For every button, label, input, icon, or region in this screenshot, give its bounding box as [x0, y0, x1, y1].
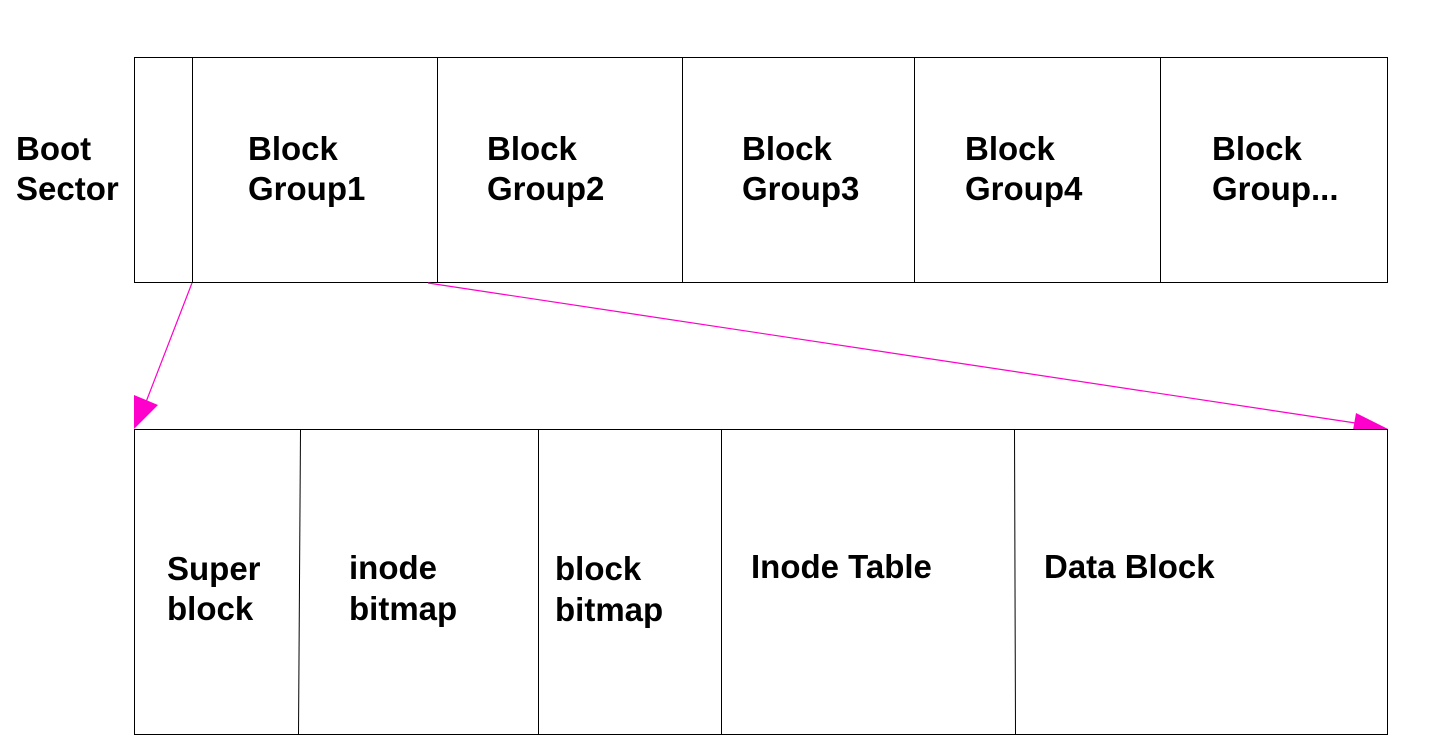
- detail-divider-1: [298, 429, 301, 735]
- block-group-1-line2: Group1: [248, 170, 365, 207]
- inode-bitmap-line1: inode: [349, 549, 437, 586]
- partition-row: Block Group1 Block Group2 Block Group3 B…: [134, 57, 1388, 283]
- partition-outline: [134, 57, 1388, 283]
- super-block-line1: Super: [167, 550, 261, 587]
- block-group-detail-row: Super block inode bitmap block bitmap In…: [134, 429, 1388, 735]
- block-group-more-line1: Block: [1212, 130, 1303, 167]
- block-group-4-line2: Group4: [965, 170, 1083, 207]
- block-group-2: Block Group2: [487, 130, 604, 207]
- boot-sector-label: Boot Sector: [16, 130, 119, 207]
- block-group-3: Block Group3: [742, 130, 859, 207]
- data-block: Data Block: [1044, 548, 1215, 585]
- left-arrowhead: [134, 395, 158, 429]
- expansion-arrows: [134, 282, 1388, 436]
- boot-sector-line2: Sector: [16, 170, 119, 207]
- inode-bitmap: inode bitmap: [349, 549, 457, 627]
- block-group-more-line2: Group...: [1212, 170, 1339, 207]
- detail-divider-4: [1014, 429, 1016, 735]
- block-group-1-line1: Block: [248, 130, 339, 167]
- inode-table-label: Inode Table: [751, 548, 932, 585]
- block-group-4: Block Group4: [965, 130, 1083, 207]
- right-arrow-line: [427, 282, 1363, 425]
- boot-sector-line1: Boot: [16, 130, 91, 167]
- left-arrow-line: [145, 282, 193, 403]
- block-group-3-line1: Block: [742, 130, 833, 167]
- data-block-label: Data Block: [1044, 548, 1215, 585]
- block-bitmap-line2: bitmap: [555, 591, 663, 628]
- block-group-more: Block Group...: [1212, 130, 1339, 207]
- block-group-1: Block Group1: [248, 130, 365, 207]
- block-group-2-line2: Group2: [487, 170, 604, 207]
- super-block-line2: block: [167, 590, 254, 627]
- block-group-4-line1: Block: [965, 130, 1056, 167]
- block-bitmap: block bitmap: [555, 550, 663, 628]
- block-bitmap-line1: block: [555, 550, 642, 587]
- inode-table: Inode Table: [751, 548, 932, 585]
- detail-outline: [134, 429, 1388, 735]
- inode-bitmap-line2: bitmap: [349, 590, 457, 627]
- super-block: Super block: [167, 550, 261, 627]
- block-group-2-line1: Block: [487, 130, 578, 167]
- block-group-3-line2: Group3: [742, 170, 859, 207]
